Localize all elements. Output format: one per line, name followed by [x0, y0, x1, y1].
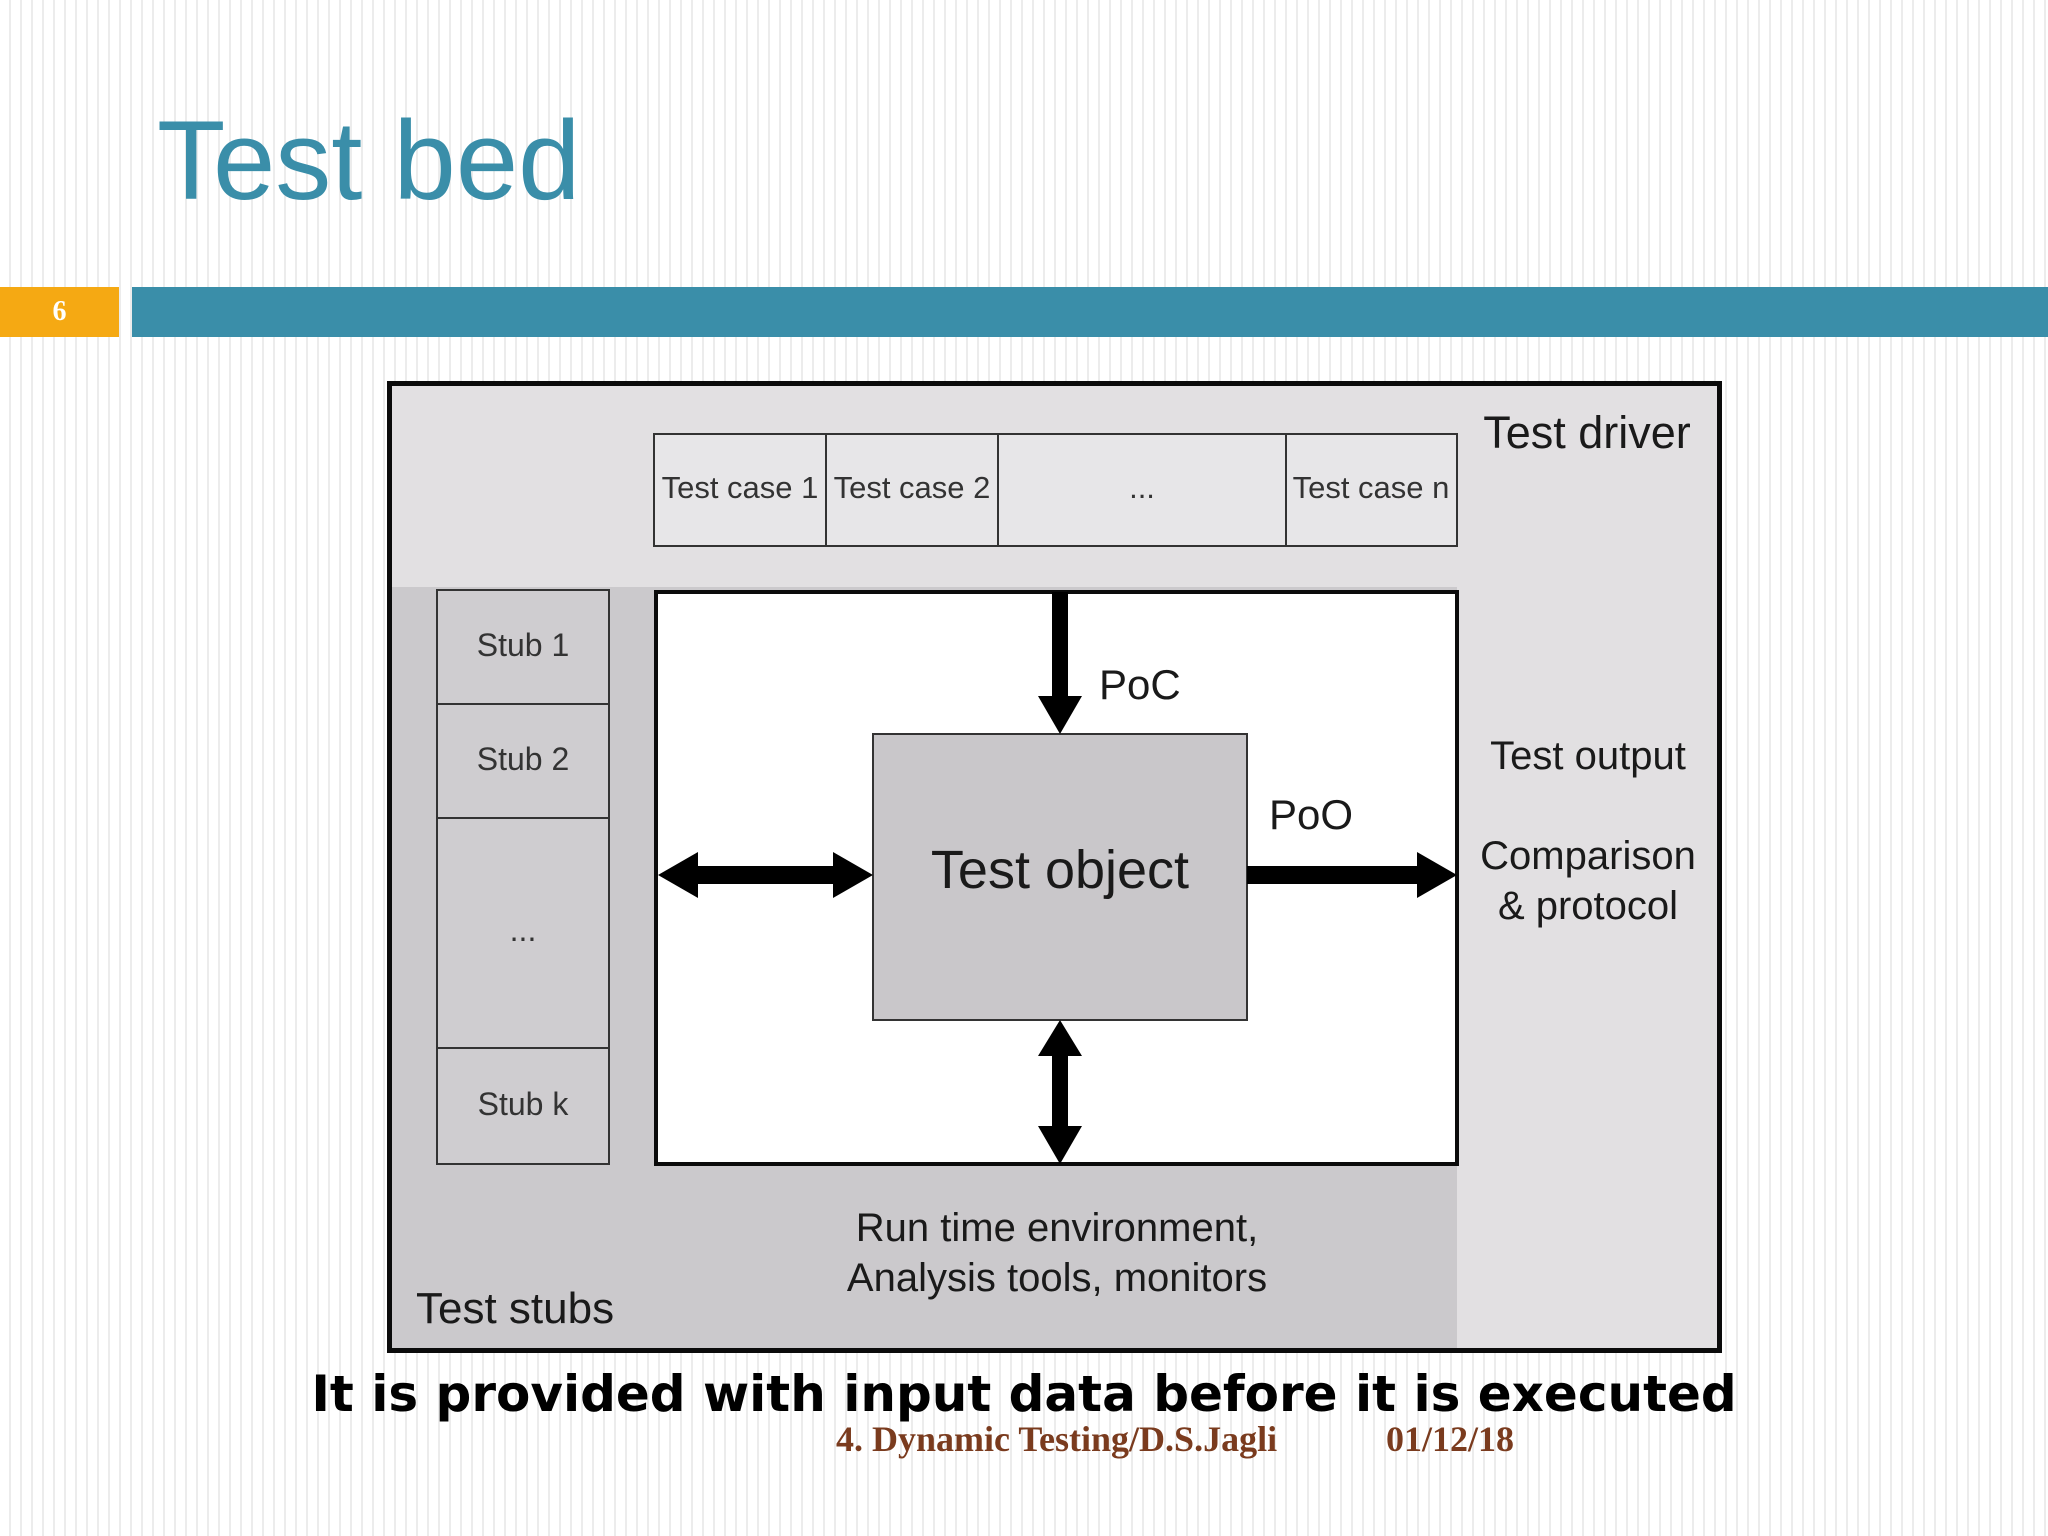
test-case-box-ellipsis: [997, 433, 1287, 547]
stub-interface-arrow: [658, 852, 873, 898]
test-object-box: [872, 733, 1248, 1021]
test-case-label-ellipsis: ...: [1129, 470, 1155, 505]
runtime-interface-arrow: [1038, 1020, 1082, 1164]
test-bed-diagram: Test case 1 Test case 2 ... Test case n …: [387, 381, 1722, 1353]
test-case-box-n: [1285, 433, 1458, 547]
footer-date: 01/12/18: [1386, 1419, 1515, 1459]
poc-arrow: [1038, 592, 1082, 734]
test-case-label-n: Test case n: [1293, 470, 1450, 505]
test-driver-label: Test driver: [1483, 407, 1691, 458]
test-case-label-2: Test case 2: [834, 470, 991, 505]
test-output-label: Test output: [1490, 734, 1686, 778]
comparison-label-line2: & protocol: [1498, 884, 1678, 928]
test-stubs-label: Test stubs: [416, 1284, 614, 1333]
page-number-badge: 6: [0, 287, 119, 337]
footer-label: 4. Dynamic Testing/D.S.Jagli: [836, 1419, 1278, 1459]
stub-label-k: Stub k: [478, 1086, 570, 1122]
stub-label-ellipsis: ...: [510, 912, 537, 948]
poc-label: PoC: [1099, 661, 1181, 708]
stubs-column: Stub 1 Stub 2 ... Stub k: [436, 589, 610, 1165]
runtime-label-line2: Analysis tools, monitors: [847, 1256, 1267, 1300]
test-case-label-1: Test case 1: [662, 470, 819, 505]
test-case-box-1: [653, 433, 827, 547]
slide-caption: It is provided with input data before it…: [311, 1365, 1737, 1423]
title-underline-bar: [132, 287, 2048, 337]
test-case-box-2: [825, 433, 999, 547]
poo-label: PoO: [1269, 791, 1353, 838]
stub-box-ellipsis: [436, 817, 610, 1049]
runtime-label-line1: Run time environment,: [856, 1206, 1258, 1250]
comparison-label-line1: Comparison: [1480, 834, 1696, 878]
stub-box-k: [436, 1047, 610, 1165]
slide-title: Test bed: [157, 98, 581, 223]
diagram-canvas: Test case 1 Test case 2 ... Test case n …: [392, 407, 1696, 1348]
stub-label-2: Stub 2: [477, 741, 570, 777]
test-cases-row: Test case 1 Test case 2 ... Test case n: [653, 433, 1458, 547]
poo-arrow: [1247, 852, 1457, 898]
test-object-label: Test object: [931, 840, 1189, 900]
stub-label-1: Stub 1: [477, 627, 570, 663]
